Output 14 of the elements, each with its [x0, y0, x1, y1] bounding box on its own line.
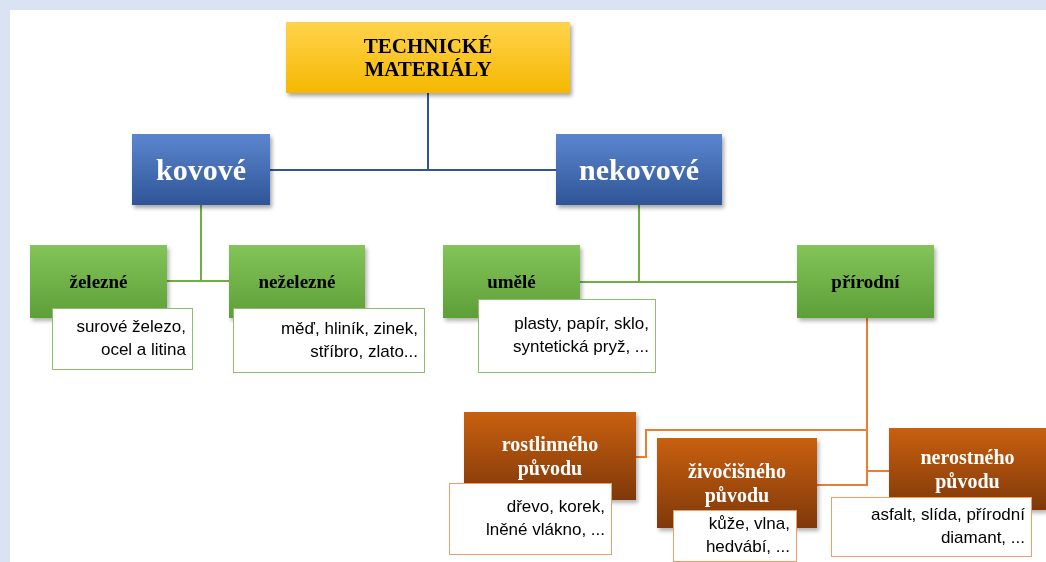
description-box: dřevo, korek, lněné vlákno, ...: [449, 483, 612, 555]
description-box: měď, hliník, zinek, stříbro, zlato...: [233, 308, 425, 373]
category-box: nekovové: [556, 134, 722, 205]
connector-line: [638, 204, 798, 283]
category-box: přírodní: [797, 245, 934, 318]
category-box: TECHNICKÉ MATERIÁLY: [286, 22, 570, 93]
description-box: kůže, vlna, hedvábí, ...: [673, 510, 797, 562]
category-box: kovové: [132, 134, 270, 205]
description-box: plasty, papír, sklo, syntetická pryž, ...: [478, 299, 656, 373]
connector-line: [427, 92, 557, 171]
description-box: surové železo, ocel a litina: [52, 308, 193, 370]
description-box: asfalt, slída, přírodní diamant, ...: [831, 497, 1032, 557]
connector-line: [200, 204, 230, 282]
connector-line: [866, 317, 890, 472]
